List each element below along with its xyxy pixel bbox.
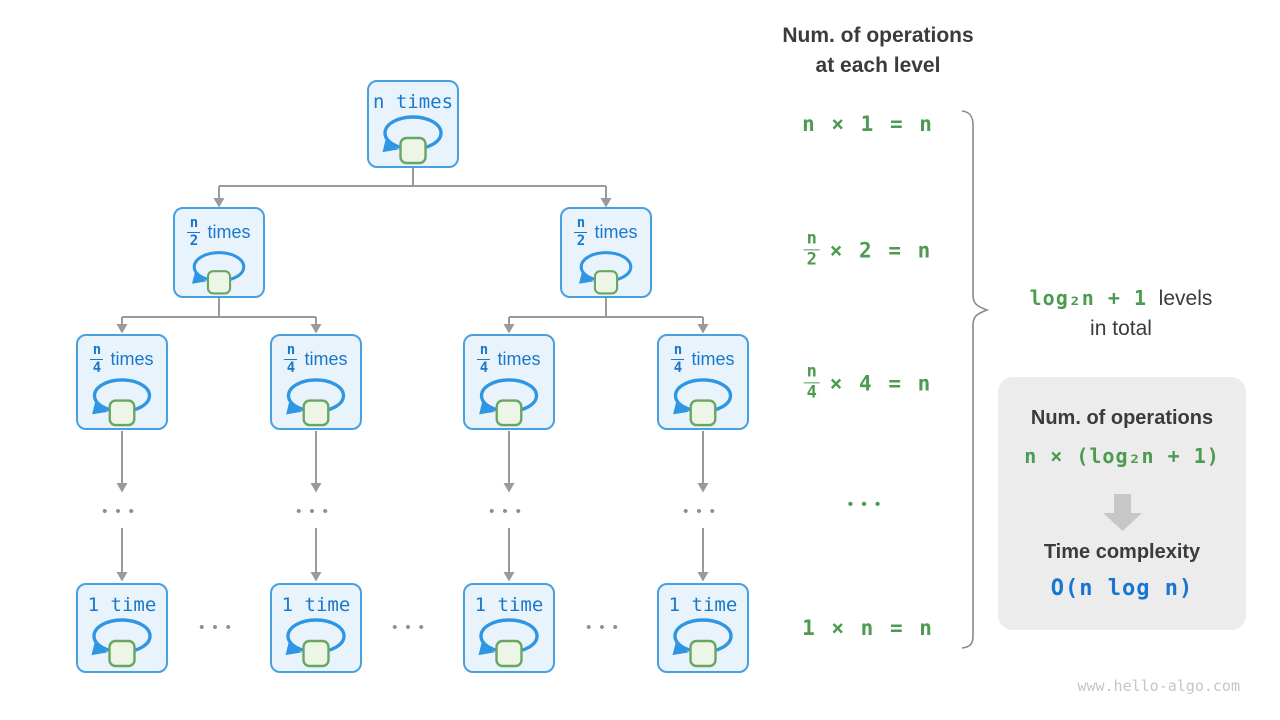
node-leaf-4: 1 time [657, 583, 749, 673]
formula-level1: n × 1 = n [802, 112, 934, 136]
node-root: n times [367, 80, 459, 168]
ellipsis: ••• [199, 619, 239, 636]
loop-icon [192, 251, 246, 295]
ellipsis: ••• [296, 503, 336, 520]
ellipsis: ••• [489, 503, 529, 520]
loop-icon [92, 378, 152, 427]
ellipsis: ••• [683, 503, 723, 520]
summary-panel: Num. of operations n × (log₂n + 1) Time … [998, 377, 1246, 630]
loop-icon [673, 378, 733, 427]
node-leaf-3-label: 1 time [474, 594, 544, 616]
panel-complexity-title: Time complexity [1043, 541, 1201, 563]
connector-level2-left [116, 298, 322, 334]
loop-icon [382, 115, 443, 165]
connector-leaf-down [116, 528, 709, 582]
connector-level3-down [116, 431, 709, 493]
node-root-label: n times [372, 91, 454, 113]
ellipsis: ••• [586, 619, 626, 636]
loop-icon [579, 251, 633, 295]
formula-leaf: 1 × n = n [802, 616, 934, 640]
watermark: www.hello-algo.com [1077, 677, 1240, 695]
panel-operations-title: Num. of operations [1030, 407, 1214, 429]
loop-icon [672, 618, 733, 668]
node-leaf-2-label: 1 time [281, 594, 351, 616]
ellipsis: ••• [102, 503, 142, 520]
loop-icon [285, 618, 346, 668]
ellipsis: ••• [392, 619, 432, 636]
node-leaf-4-label: 1 time [668, 594, 738, 616]
loop-icon [286, 378, 346, 427]
brace-label-line2: in total [1090, 317, 1152, 340]
node-leaf-1-label: 1 time [87, 594, 157, 616]
ellipsis-formula: ••• [847, 496, 889, 513]
connector-level2-right [503, 298, 709, 334]
column-header-line1: Num. of operations [782, 24, 974, 47]
brace [961, 110, 990, 649]
panel-complexity-value: O(n log n) [1050, 576, 1194, 601]
brace-label: log₂n + 1 levels in total [1030, 283, 1213, 344]
brace-label-rest: levels [1147, 287, 1213, 310]
node-leaf-1: 1 time [76, 583, 168, 673]
connector-root-level2 [213, 168, 612, 208]
loop-icon [479, 378, 539, 427]
brace-label-highlight: log₂n + 1 [1029, 286, 1148, 310]
column-header-line2: at each level [815, 54, 941, 77]
node-leaf-2: 1 time [270, 583, 362, 673]
node-leaf-3: 1 time [463, 583, 555, 673]
loop-icon [478, 618, 539, 668]
loop-icon [91, 618, 152, 668]
column-header: Num. of operations at each level [782, 21, 973, 81]
panel-operations-formula: n × (log₂n + 1) [1024, 444, 1220, 468]
